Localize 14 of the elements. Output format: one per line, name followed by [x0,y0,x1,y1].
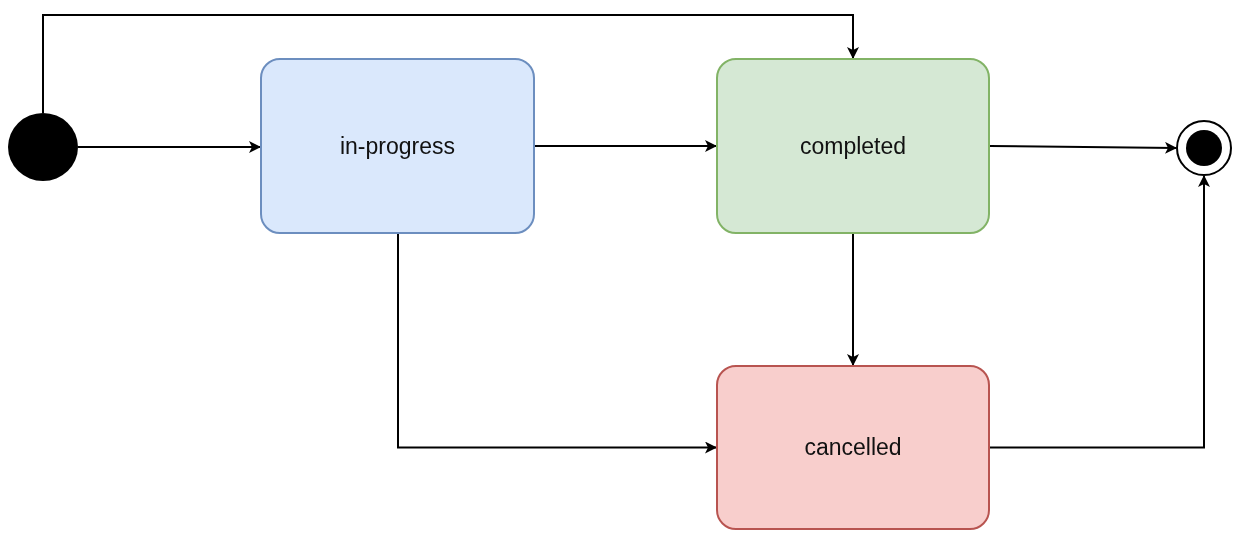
state-label: cancelled [804,434,902,461]
arrow [989,141,1177,154]
final-state-circle [1176,120,1232,176]
arrow [989,175,1210,449]
arrow [534,140,717,152]
arrow [397,233,717,454]
state-box [716,365,990,530]
state-box [260,58,535,234]
state-label: completed [799,132,907,160]
arrow [77,141,261,153]
state-box [716,58,990,234]
arrow [847,233,859,366]
state-label: in-progress [339,132,455,160]
arrow [42,14,859,114]
